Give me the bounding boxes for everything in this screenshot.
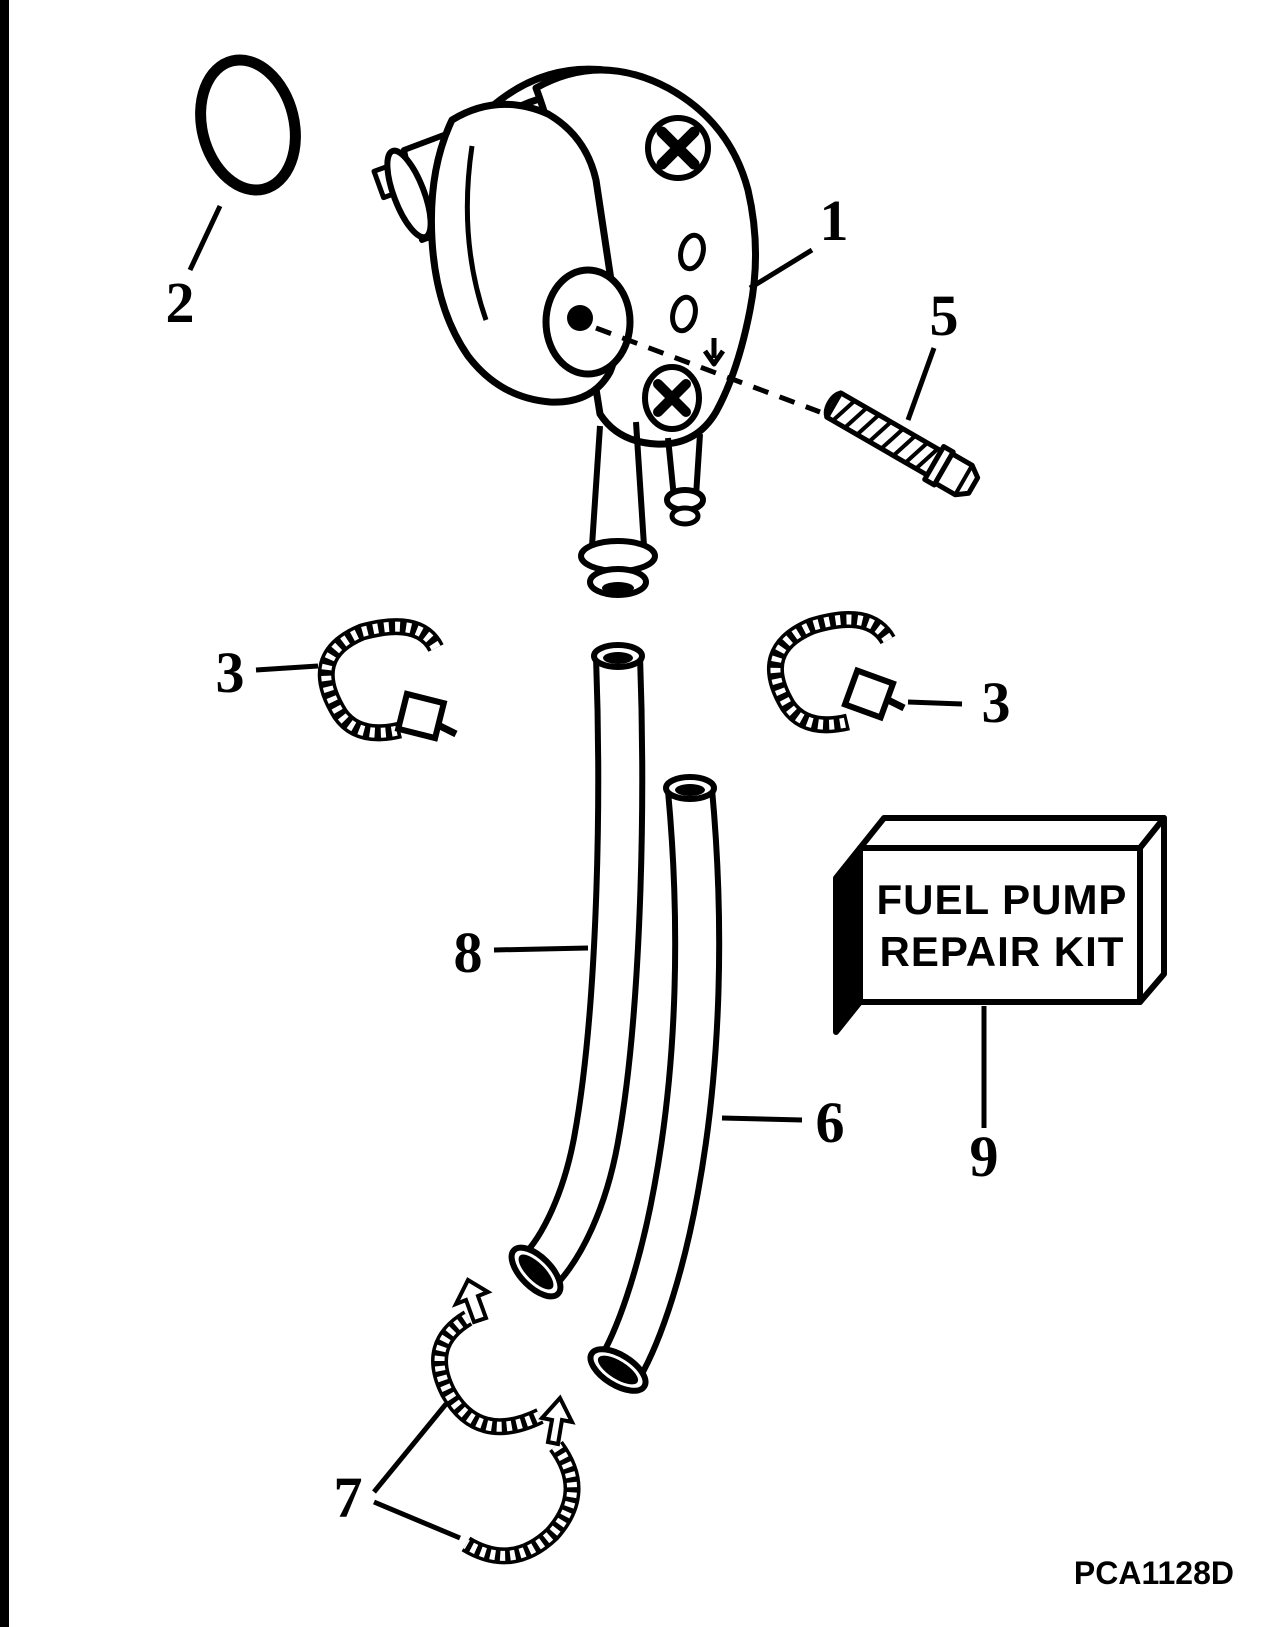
clamp-arrow-icon xyxy=(451,1277,493,1325)
hose-clamps xyxy=(431,1277,581,1565)
part-label-8: 8 xyxy=(454,920,483,985)
part-label-6: 6 xyxy=(816,1090,845,1155)
label-1-leader xyxy=(748,247,814,291)
cable-tie-right xyxy=(766,611,906,734)
label-2-leader xyxy=(187,204,223,272)
part-label-3-left: 3 xyxy=(216,640,245,705)
label-7-leader-lower xyxy=(373,1499,461,1541)
label-5-leader xyxy=(905,347,937,421)
bolt xyxy=(823,390,981,498)
hose-6 xyxy=(587,774,723,1394)
diagram-code: PCA1128D xyxy=(1074,1555,1234,1591)
repair-kit-box: FUEL PUMP REPAIR KIT xyxy=(833,815,1167,1035)
label-7-leader-upper xyxy=(372,1402,448,1494)
part-label-5: 5 xyxy=(930,283,959,348)
part-label-2: 2 xyxy=(166,270,195,335)
fuel-pump-assembly xyxy=(371,65,821,598)
kit-text-line2: REPAIR KIT xyxy=(880,928,1125,975)
bolt-axis-dashed-line xyxy=(595,325,821,415)
part-label-3-right: 3 xyxy=(982,670,1011,735)
o-ring xyxy=(195,54,301,196)
label-6-leader xyxy=(721,1115,803,1123)
label-3-left-leader xyxy=(255,663,319,673)
hose-8 xyxy=(508,642,646,1300)
part-label-7: 7 xyxy=(334,1465,363,1530)
flow-arrow-icon xyxy=(702,338,726,367)
part-label-9: 9 xyxy=(970,1124,999,1189)
label-3-right-leader xyxy=(907,699,963,707)
page-edge-bar xyxy=(0,0,9,1627)
label-8-leader xyxy=(493,945,589,953)
part-label-1: 1 xyxy=(820,188,849,253)
clamp-arrow-icon xyxy=(538,1394,576,1447)
cable-tie-left xyxy=(317,618,458,742)
kit-text-line1: FUEL PUMP xyxy=(877,876,1128,923)
